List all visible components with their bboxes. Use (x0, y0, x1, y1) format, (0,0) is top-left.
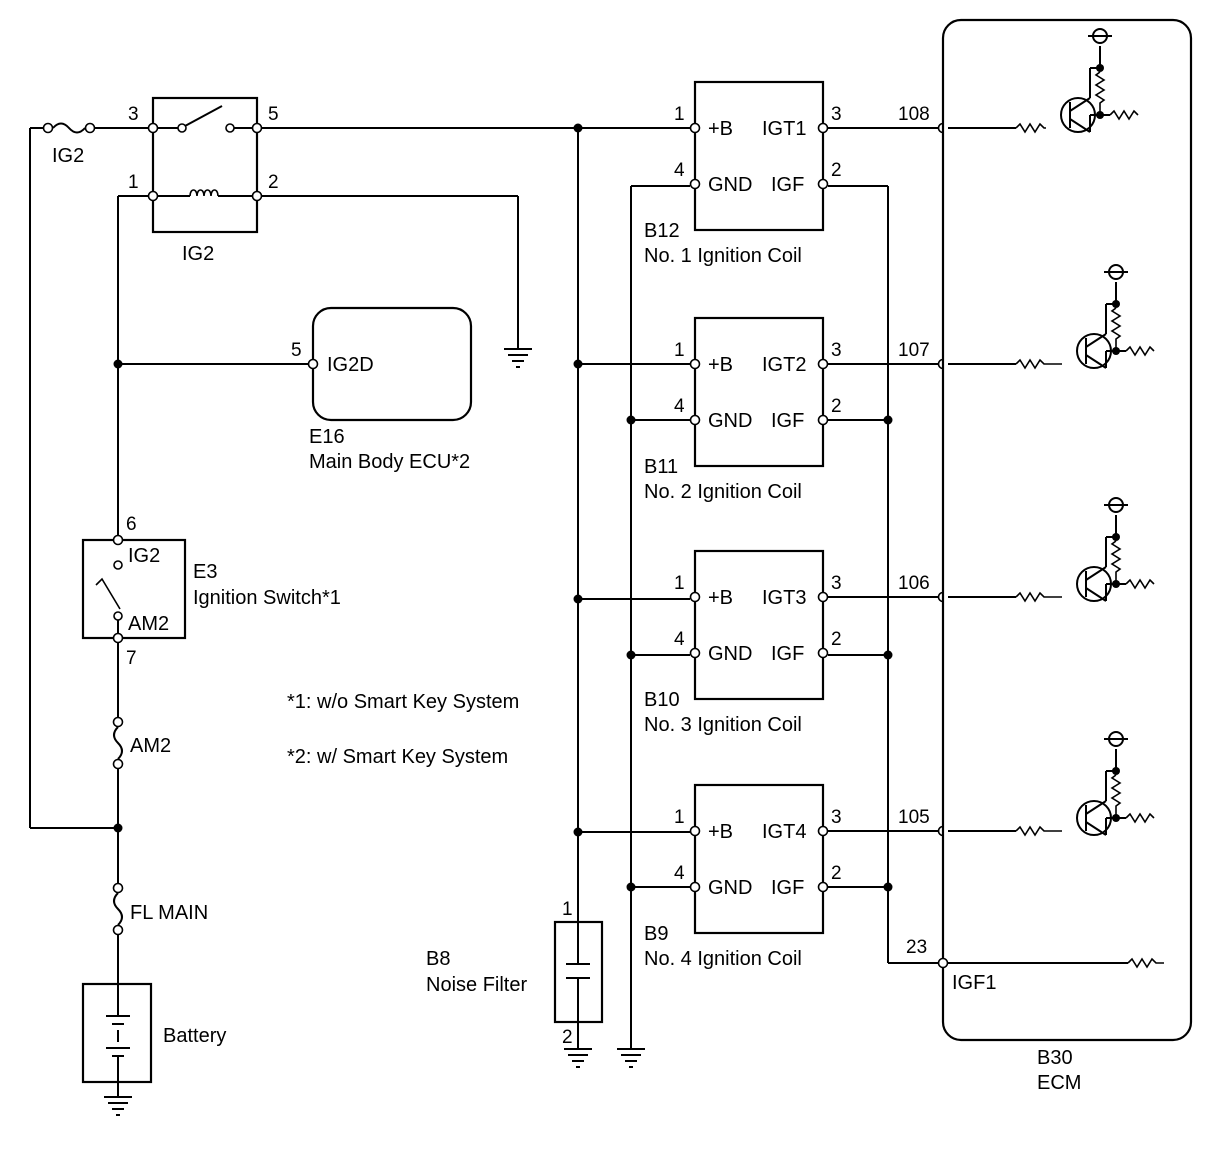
fuse-am2-label: AM2 (130, 735, 171, 757)
transistor-icon (948, 497, 1155, 603)
coil-terminal-igt: IGT1 (762, 118, 806, 140)
coil-pin-igt: 3 (831, 104, 842, 125)
ecm-pin: 107 (898, 340, 930, 361)
ground-icon (104, 1096, 132, 1116)
coil-pin-gnd: 4 (674, 629, 685, 650)
fuse-ig2-label: IG2 (52, 145, 84, 167)
coil-terminal-igf: IGF (771, 174, 804, 196)
ecm-name: ECM (1037, 1072, 1081, 1094)
main-body-ecu-terminal: IG2D (327, 354, 374, 376)
relay-pin-2: 2 (268, 172, 279, 193)
ecm-pin: 108 (898, 104, 930, 125)
note-2: *2: w/ Smart Key System (287, 746, 508, 768)
coil-pin-igf: 2 (831, 629, 842, 650)
coil-name: No. 2 Ignition Coil (644, 481, 802, 503)
coil-terminal-igt: IGT2 (762, 354, 806, 376)
relay-ig2-label: IG2 (182, 243, 214, 265)
main-body-ecu-code: E16 (309, 426, 345, 448)
coil-terminal-gnd: GND (708, 643, 752, 665)
coil-box (693, 316, 825, 468)
resistor-icon (1127, 957, 1164, 969)
ignition-switch-pin-7: 7 (126, 648, 137, 669)
coil-terminal-igt: IGT3 (762, 587, 806, 609)
ecm-pin: 105 (898, 807, 930, 828)
ground-icon (504, 348, 532, 368)
ecm-code: B30 (1037, 1047, 1073, 1069)
ecm-igf-terminal: IGF1 (952, 972, 996, 994)
power-bus: 1 2 B8 Noise Filter (262, 123, 938, 1068)
coil-pin-igt: 3 (831, 340, 842, 361)
transistor-icon (948, 731, 1155, 837)
coil-pin-b: 1 (674, 573, 685, 594)
coil-code: B9 (644, 923, 668, 945)
coil-pin-gnd: 4 (674, 863, 685, 884)
main-body-ecu-name: Main Body ECU*2 (309, 451, 470, 473)
ecm-box (941, 18, 1193, 1042)
noise-filter-pin-2: 2 (562, 1027, 573, 1048)
ecm-igf-pin: 23 (906, 937, 927, 958)
coil-code: B10 (644, 689, 680, 711)
coil-pin-igt: 3 (831, 807, 842, 828)
coil-pin-igf: 2 (831, 396, 842, 417)
coil-pin-igf: 2 (831, 863, 842, 884)
relay-pin-5: 5 (268, 104, 279, 125)
coil-terminal-igt: IGT4 (762, 821, 806, 843)
coil-pin-b: 1 (674, 340, 685, 361)
coil-terminal-gnd: GND (708, 877, 752, 899)
ignition-switch-terminal-am2: AM2 (128, 613, 169, 635)
ignition-switch-name: Ignition Switch*1 (193, 587, 341, 609)
coil-name: No. 4 Ignition Coil (644, 948, 802, 970)
coil-terminal-igf: IGF (771, 877, 804, 899)
noise-filter-pin-1: 1 (562, 899, 573, 920)
transistor-icon (948, 264, 1155, 370)
coil-code: B11 (644, 456, 678, 478)
coil-pin-igf: 2 (831, 160, 842, 181)
ground-icon (617, 1048, 645, 1068)
noise-filter-code: B8 (426, 948, 450, 970)
note-1: *1: w/o Smart Key System (287, 691, 519, 713)
coil-terminal-igf: IGF (771, 643, 804, 665)
coil-name: No. 3 Ignition Coil (644, 714, 802, 736)
ecm-drivers (948, 28, 1155, 837)
coil-pin-b: 1 (674, 104, 685, 125)
ecm: 23 IGF1 B30 ECM (906, 18, 1193, 1094)
coil-terminal-gnd: GND (708, 410, 752, 432)
switch-lever-icon (95, 577, 121, 610)
coil-code: B12 (644, 220, 680, 242)
coil-pin-gnd: 4 (674, 160, 685, 181)
left-power-circuit: IG2 3 5 1 2 IG2 (29, 96, 532, 1116)
coil-terminal-igf: IGF (771, 410, 804, 432)
coil-pin-igt: 3 (831, 573, 842, 594)
coil-name: No. 1 Ignition Coil (644, 245, 802, 267)
coil-terminal-gnd: GND (708, 174, 752, 196)
ecm-pin: 106 (898, 573, 930, 594)
coil-terminal-b: +B (708, 118, 733, 140)
coil-terminal-b: +B (708, 354, 733, 376)
relay-pin-1: 1 (128, 172, 139, 193)
coil-box (693, 549, 825, 701)
ignition-switch-code: E3 (193, 561, 217, 583)
ground-icon (564, 1048, 592, 1068)
transistor-icon (948, 28, 1139, 134)
fuse-fl-main-label: FL MAIN (130, 902, 208, 924)
main-body-ecu-pin: 5 (291, 340, 302, 361)
ignition-switch-terminal-ig2: IG2 (128, 545, 160, 567)
noise-filter-name: Noise Filter (426, 974, 527, 996)
ignition-switch-pin-6: 6 (126, 514, 137, 535)
coil-box (693, 783, 825, 935)
coil-terminal-b: +B (708, 587, 733, 609)
battery-label: Battery (163, 1025, 226, 1047)
coil-pin-b: 1 (674, 807, 685, 828)
coil-box (693, 80, 825, 232)
relay-pin-3: 3 (128, 104, 139, 125)
coil-terminal-b: +B (708, 821, 733, 843)
relay-ig2 (151, 96, 259, 234)
coil-pin-gnd: 4 (674, 396, 685, 417)
ignition-switch (81, 538, 187, 640)
